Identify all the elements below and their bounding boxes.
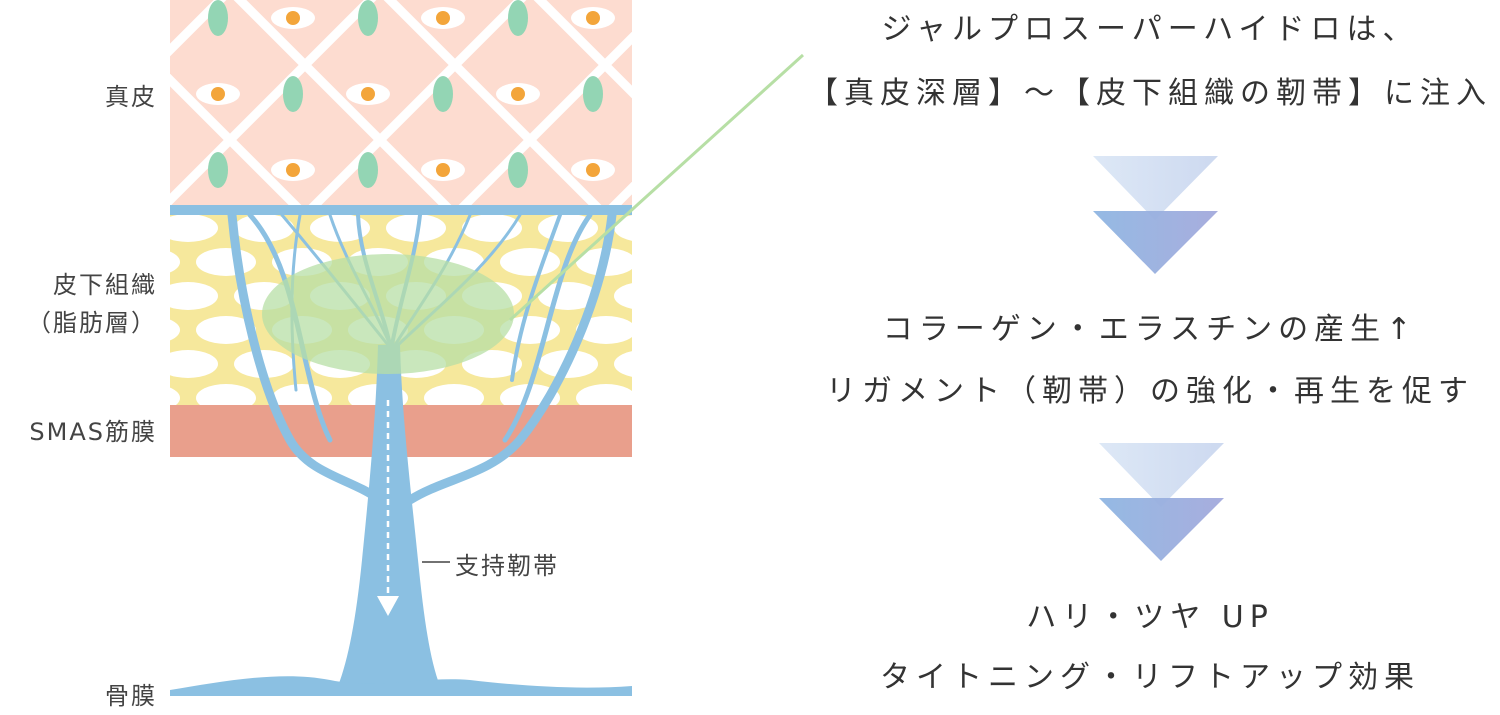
dermis-fiber	[0, 0, 80, 290]
fat-cell	[170, 282, 218, 310]
dermis-cell	[583, 76, 603, 112]
step-1-line-2: 【真皮深層】〜【皮下組織の靭帯】に注入	[808, 76, 1492, 111]
fibroblast-nucleus	[436, 163, 450, 177]
dermis-cell	[208, 152, 228, 188]
dermis-fiber	[457, 31, 632, 206]
fibroblast-nucleus	[286, 11, 300, 25]
label-dermis: 真皮	[105, 83, 157, 111]
label-fat-layer: （脂肪層）	[27, 309, 157, 337]
arrow-1	[1093, 156, 1218, 274]
fat-cell	[462, 350, 522, 378]
fat-cell	[500, 248, 560, 276]
label-smas: SMAS筋膜	[29, 418, 157, 446]
fibroblast-nucleus	[511, 87, 525, 101]
fat-cell	[424, 384, 484, 406]
step-1-line-1: ジャルプロスーパーハイドロは、	[881, 12, 1419, 47]
dermis-cell	[508, 0, 528, 36]
fat-cell	[170, 319, 180, 341]
label-ligament: 支持靭帯	[455, 552, 559, 580]
step-2-line-1: コラーゲン・エラスチンの産生↑	[882, 312, 1418, 347]
label-periosteum: 骨膜	[105, 682, 157, 710]
fibroblast-nucleus	[586, 11, 600, 25]
fat-cell	[576, 316, 632, 344]
fat-cell	[386, 214, 446, 242]
dermis-fiber	[170, 0, 227, 57]
dermis-cell	[433, 76, 453, 112]
dermis-fat-border	[170, 205, 632, 215]
dermis-layer	[0, 0, 632, 290]
label-subcutaneous: 皮下組織	[53, 271, 157, 299]
fat-cell	[614, 283, 632, 309]
fibroblast-nucleus	[436, 11, 450, 25]
fibroblast-nucleus	[286, 163, 300, 177]
fat-cell	[170, 251, 180, 273]
fat-cell	[576, 384, 632, 406]
fat-cell	[170, 214, 218, 242]
fibroblast-nucleus	[361, 87, 375, 101]
fat-cell	[614, 351, 632, 377]
arrow-2	[1099, 443, 1224, 561]
dermis-fiber	[170, 0, 377, 206]
dermis-cell	[208, 0, 228, 36]
fat-cell	[234, 214, 294, 242]
fat-cell	[196, 248, 256, 276]
periosteum	[170, 676, 632, 696]
fat-cell	[170, 387, 180, 406]
injection-needle	[508, 53, 805, 322]
dermis-fiber	[533, 0, 632, 99]
dermis-cell	[358, 152, 378, 188]
dashed-arrow-head	[377, 596, 399, 616]
dermis-fiber	[307, 0, 527, 206]
fat-cell	[310, 214, 370, 242]
fat-cell	[170, 350, 218, 378]
step-2-line-2: リガメント（靭帯）の強化・再生を促す	[826, 374, 1474, 409]
dermis-cell	[358, 0, 378, 36]
dermis-fiber	[0, 0, 80, 290]
fibroblast-nucleus	[211, 87, 225, 101]
fat-cell	[196, 316, 256, 344]
dermis-cell	[283, 76, 303, 112]
fibroblast-nucleus	[586, 163, 600, 177]
injection-zone	[262, 254, 514, 374]
step-3-line-1: ハリ・ツヤ UP	[1026, 600, 1274, 635]
dermis-cell	[508, 152, 528, 188]
step-3-line-2: タイトニング・リフトアップ効果	[880, 660, 1420, 695]
fat-cell	[196, 384, 256, 406]
